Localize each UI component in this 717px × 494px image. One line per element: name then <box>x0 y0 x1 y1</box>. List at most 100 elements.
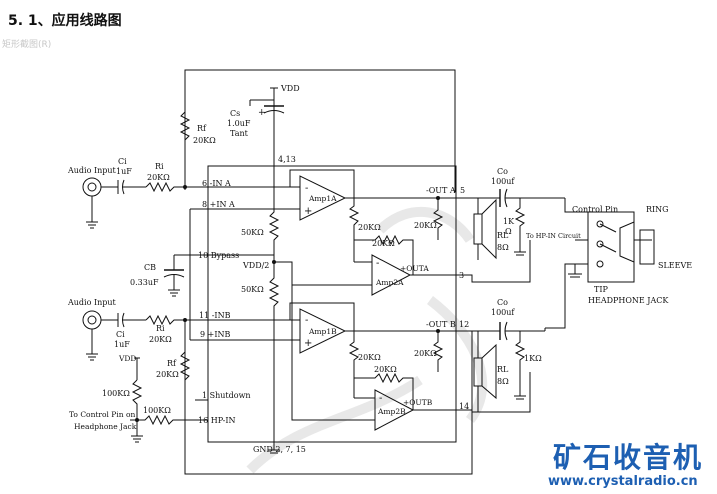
amp1a-minus: - <box>305 183 308 194</box>
amp1b-opamp: - + Amp1B <box>299 308 347 354</box>
ri-b-value: 20KΩ <box>149 335 172 344</box>
amp1b-minus: - <box>305 315 308 326</box>
amp2b-label: Amp2B <box>377 407 406 416</box>
r50k-2-label: 50KΩ <box>241 285 264 294</box>
headphone-jack-label: HEADPHONE JACK <box>588 296 669 305</box>
amp2b-minus: - <box>379 393 382 404</box>
r1k-bot-label: 1KΩ <box>524 354 542 363</box>
r20k-b2: 20KΩ <box>354 365 414 410</box>
sleeve-label: SLEEVE <box>658 261 692 270</box>
ic-outline <box>207 165 457 443</box>
rl-bot-label: RL <box>497 365 509 374</box>
rf-top-value: 20KΩ <box>193 136 216 145</box>
screenshot-tool-label: 矩形截图(R) <box>2 40 52 50</box>
ri-b-name: Ri <box>156 324 165 333</box>
rl-top-label: RL <box>497 231 509 240</box>
out-b-label: -OUT B <box>426 320 456 329</box>
r20k-b1: 20KΩ <box>348 331 381 378</box>
vdd-half-label: VDD/2 <box>242 261 269 270</box>
tip-label: TIP <box>594 285 608 294</box>
r20k-b3-label: 20KΩ <box>414 349 437 358</box>
shutdown-network: VDD 100KΩ 100KΩ 1 Shutdown 16 HP-IN To C… <box>69 354 251 443</box>
pin-hp-in: 16 HP-IN <box>198 416 236 425</box>
r1k-bot: 1KΩ <box>514 331 542 388</box>
speaker-bot: RL 8Ω <box>473 331 509 412</box>
rl-bot-value: 8Ω <box>497 377 509 386</box>
to-hp-label: To HP-IN Circuit <box>526 232 581 240</box>
ring-label: RING <box>646 205 669 214</box>
bias-divider: 50KΩ 50KΩ VDD/2 <box>241 168 372 446</box>
speaker-top: RL 8Ω <box>473 198 509 260</box>
outa-plus-label: +OUTA <box>400 264 429 273</box>
audio-input-a-label: Audio Input <box>67 166 117 175</box>
audio-input-a-jack: Audio Input <box>67 166 118 229</box>
cs-name: Cs <box>230 109 240 118</box>
vdd-top-label: VDD <box>280 84 300 93</box>
pin-plus-in-a: 8 +IN A <box>202 200 235 209</box>
rf-top-resistor: Rf 20KΩ <box>179 111 216 145</box>
r20k-b3: 20KΩ <box>414 331 444 372</box>
plus-sign: + <box>258 108 266 118</box>
co-bot-value: 100uf <box>491 308 515 317</box>
r100k-2-label: 100KΩ <box>143 406 171 415</box>
r20k-a1: 20KΩ <box>348 198 381 240</box>
pin5: 5 <box>460 186 465 195</box>
r100k-1-label: 100KΩ <box>102 389 130 398</box>
r20k-b2-label: 20KΩ <box>374 365 397 374</box>
watermark-url: www.crystalradio.cn <box>548 474 698 489</box>
watermark-brand: 矿石收音机 <box>553 441 704 474</box>
audio-input-b-jack: Audio Input <box>67 298 118 361</box>
audio-input-b-label: Audio Input <box>67 298 117 307</box>
cb-capacitor: CB 0.33uF <box>130 255 185 297</box>
ci-b-name: Ci <box>116 330 125 339</box>
ri-b-resistor: Ri 20KΩ <box>145 314 300 344</box>
amp2a-minus: - <box>376 258 379 269</box>
pin-plus-in-b: 9 +INB <box>200 330 230 339</box>
amp1a-label: Amp1A <box>308 194 337 203</box>
headphone-jack: Control Pin RING TIP SLEEVE HEADPHONE JA… <box>564 198 692 305</box>
gnd-pins-label: GND 2, 7, 15 <box>253 445 306 454</box>
cs-type: Tant <box>230 129 249 138</box>
r20k-b1-label: 20KΩ <box>358 353 381 362</box>
amp1a-plus: + <box>304 206 312 217</box>
r20k-a2: 20KΩ <box>354 234 414 275</box>
rf-bot-name: Rf <box>167 359 177 368</box>
pin-shutdown: 1 Shutdown <box>202 391 251 400</box>
pin-in-a: 6 -IN A <box>202 179 231 188</box>
co-top-value: 100uf <box>491 177 515 186</box>
pin12: 12 <box>459 320 469 329</box>
to-control-line1: To Control Pin on <box>69 410 135 419</box>
rl-top-value: 8Ω <box>497 243 509 252</box>
ci-a-name: Ci <box>118 157 127 166</box>
ri-a-name: Ri <box>155 162 164 171</box>
control-pin-label: Control Pin <box>572 205 618 214</box>
co-bot-capacitor: Co 100uf <box>472 298 546 341</box>
cb-value: 0.33uF <box>130 278 159 287</box>
amp1a-opamp: - + Amp1A <box>299 175 347 221</box>
co-top-name: Co <box>497 167 508 176</box>
outb-plus-label: +OUTB <box>403 398 433 407</box>
r50k-1-label: 50KΩ <box>241 228 264 237</box>
r20k-a2-label: 20KΩ <box>372 239 395 248</box>
r1k-top-label: 1K <box>503 217 515 226</box>
ri-a-value: 20KΩ <box>147 173 170 182</box>
r1k-top-unit: Ω <box>505 227 512 236</box>
ci-b-value: 1uF <box>114 340 130 349</box>
gnd-connection: GND 2, 7, 15 <box>253 442 306 454</box>
out-a-label: -OUT A <box>426 186 456 195</box>
rf-bot-resistor: Rf 20KΩ <box>156 351 191 381</box>
pins-vdd: 4,13 <box>278 155 296 164</box>
amp1b-label: Amp1B <box>308 327 337 336</box>
to-control-line2: Headphone Jack <box>74 422 137 431</box>
page-title: 5. 1、应用线路图 <box>8 13 122 29</box>
co-top-capacitor: Co 100uf <box>472 167 565 208</box>
r20k-a3-label: 20KΩ <box>414 221 437 230</box>
amp1b-plus: + <box>304 338 312 349</box>
ri-a-resistor: Ri 20KΩ <box>145 162 208 193</box>
r20k-a1-label: 20KΩ <box>358 223 381 232</box>
co-bot-name: Co <box>497 298 508 307</box>
ci-a-capacitor: Ci 1uF <box>116 157 146 195</box>
rf-top-name: Rf <box>197 124 207 133</box>
rf-bot-value: 20KΩ <box>156 370 179 379</box>
